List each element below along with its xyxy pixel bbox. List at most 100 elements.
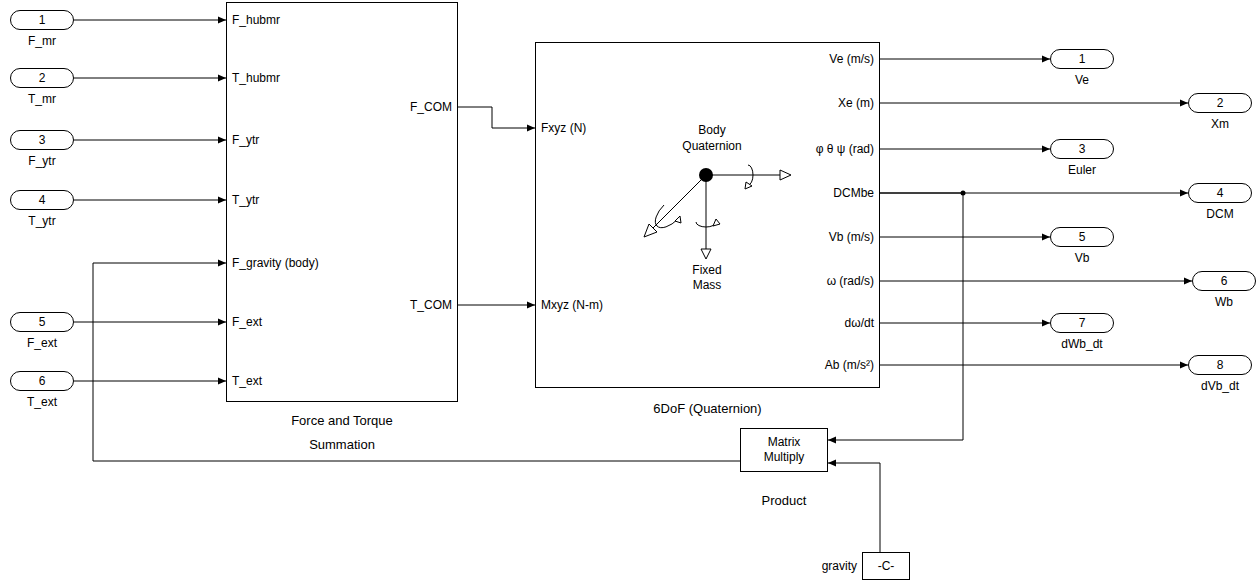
signal-path	[880, 103, 1188, 104]
arrow-head	[1042, 56, 1050, 63]
signal-line	[74, 137, 226, 144]
product-block: Matrix MultiplyProduct	[740, 428, 828, 472]
arrow-head	[1042, 234, 1050, 241]
signal-path	[828, 463, 880, 552]
port-name: F_ext	[27, 336, 57, 350]
outport-block: 2Xm	[1188, 93, 1252, 113]
outport-block: 5Vb	[1050, 227, 1114, 247]
signal-line	[74, 378, 226, 385]
arrow-head	[527, 302, 535, 309]
signal-line	[880, 56, 1050, 63]
signal-line	[828, 460, 880, 553]
signal-path	[74, 200, 226, 201]
signal-path	[74, 322, 226, 323]
input-port-label: F_hubmr	[232, 13, 280, 27]
illustration-label: Fixed Mass	[677, 263, 737, 293]
inport-block: 6T_ext	[10, 371, 74, 391]
signal-path	[93, 263, 740, 461]
port-number: 3	[11, 133, 73, 147]
port-number: 4	[11, 193, 73, 207]
block-caption: Force and Torque Summation	[280, 409, 404, 457]
output-port-label: Xe (m)	[838, 96, 874, 110]
signal-line	[880, 278, 1192, 285]
arrow-head	[1184, 278, 1192, 285]
subsystem-block: F_hubmrT_hubmrF_ytrT_ytrF_gravity (body)…	[226, 2, 458, 402]
signal-path	[74, 381, 226, 382]
port-number: 1	[11, 13, 73, 27]
signal-path	[74, 78, 226, 79]
port-number: 8	[1189, 358, 1251, 372]
port-number: 5	[1051, 230, 1113, 244]
port-number: 3	[1051, 142, 1113, 156]
arrow-head	[218, 17, 226, 24]
port-name: Wb	[1215, 295, 1233, 309]
inport-block: 4T_ytr	[10, 190, 74, 210]
port-number: 1	[1051, 52, 1113, 66]
signal-line	[880, 100, 1188, 107]
block-text: Matrix Multiply	[752, 435, 816, 465]
port-name: T_ext	[27, 395, 57, 409]
signal-path	[880, 237, 1050, 238]
inport-block: 5F_ext	[10, 312, 74, 332]
outport-block: 1Ve	[1050, 49, 1114, 69]
arrow-head	[218, 75, 226, 82]
port-number: 2	[11, 71, 73, 85]
inport-block: 3F_ytr	[10, 130, 74, 150]
arrow-head	[527, 125, 535, 132]
inport-block: 2T_mr	[10, 68, 74, 88]
port-name: F_mr	[28, 34, 56, 48]
output-port-label: Ab (m/s²)	[825, 358, 874, 372]
port-name: DCM	[1206, 207, 1233, 221]
signal-path	[458, 305, 535, 306]
signal-path	[880, 149, 1050, 150]
port-name: Ve	[1075, 73, 1089, 87]
output-port-label: T_COM	[410, 298, 452, 312]
arrow-head	[218, 319, 226, 326]
port-name: dVb_dt	[1201, 379, 1239, 393]
input-port-label: Fxyz (N)	[541, 121, 586, 135]
signal-line	[880, 146, 1050, 153]
port-number: 7	[1051, 316, 1113, 330]
port-number: 6	[11, 374, 73, 388]
port-number: 2	[1189, 96, 1251, 110]
output-port-label: φ θ ψ (rad)	[816, 142, 874, 156]
signal-line	[828, 193, 963, 444]
signal-path	[880, 59, 1050, 60]
arrow-head	[828, 460, 836, 467]
input-port-label: F_ext	[232, 315, 262, 329]
port-name: Xm	[1211, 117, 1229, 131]
signal-path	[828, 193, 963, 440]
block-caption: Product	[734, 493, 834, 509]
port-name: T_ytr	[28, 214, 55, 228]
port-name: T_mr	[28, 92, 56, 106]
port-number: 4	[1189, 186, 1251, 200]
signal-path	[880, 323, 1050, 324]
port-name: dWb_dt	[1061, 337, 1102, 351]
outport-block: 7dWb_dt	[1050, 313, 1114, 333]
output-port-label: Vb (m/s)	[829, 230, 874, 244]
port-name: Euler	[1068, 163, 1096, 177]
input-port-label: Mxyz (N-m)	[541, 298, 603, 312]
output-port-label: DCMbe	[833, 186, 874, 200]
output-port-label: F_COM	[410, 100, 452, 114]
port-number: 6	[1193, 274, 1255, 288]
input-port-label: T_ext	[232, 374, 262, 388]
block-caption: 6DoF (Quaternion)	[608, 401, 808, 417]
block-text: -C-	[863, 559, 909, 573]
arrow-head	[1180, 190, 1188, 197]
arrow-head	[218, 197, 226, 204]
input-port-label: F_gravity (body)	[232, 256, 319, 270]
input-port-label: T_ytr	[232, 193, 259, 207]
arrow-head	[1180, 362, 1188, 369]
arrow-head	[1042, 146, 1050, 153]
input-port-label: F_ytr	[232, 133, 259, 147]
signal-path	[880, 365, 1188, 366]
input-port-label: T_hubmr	[232, 71, 280, 85]
arrow-head	[218, 260, 226, 267]
port-name: F_ytr	[28, 154, 55, 168]
illustration-label: Body Quaternion	[672, 122, 752, 154]
port-name: Vb	[1075, 251, 1090, 265]
signal-path	[880, 281, 1192, 282]
signal-line	[880, 362, 1188, 369]
signal-line	[74, 319, 226, 326]
